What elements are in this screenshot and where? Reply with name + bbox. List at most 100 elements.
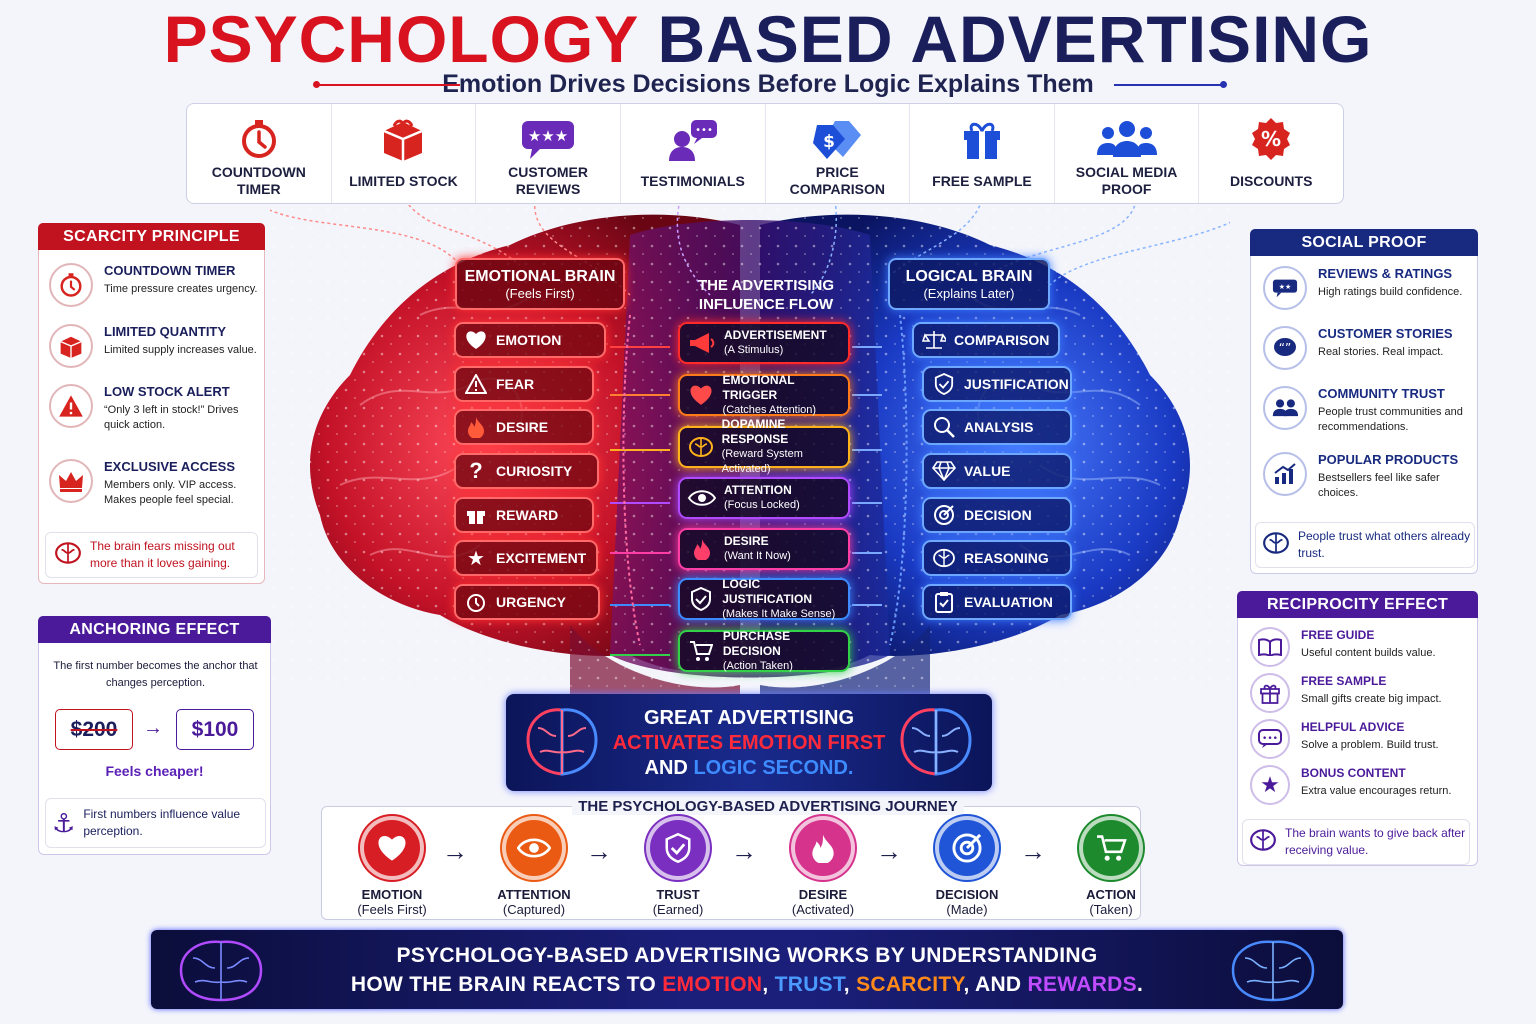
flame-icon (680, 538, 724, 560)
anchoring-note: ⚓ First numbers influence value percepti… (45, 798, 266, 848)
flow-step-dopamine-response: DOPAMINE RESPONSE(Reward System Activate… (678, 417, 850, 475)
title-part-advertising: BASED ADVERTISING (657, 2, 1373, 76)
box-icon (49, 324, 93, 368)
warning-icon (456, 374, 496, 394)
reciprocity-note: The brain wants to give back after recei… (1242, 819, 1470, 865)
scarcity-note: The brain fears missing out more than it… (45, 532, 258, 578)
anchor-new-price: $100 (176, 709, 254, 750)
logical-item-decision: DECISION (922, 497, 1072, 533)
svg-text:$: $ (823, 132, 835, 152)
logical-brain-header: LOGICAL BRAIN (Explains Later) (888, 258, 1050, 310)
logical-item-justification: JUSTIFICATION (922, 366, 1072, 402)
cart-icon (1079, 816, 1143, 880)
flow-header: THE ADVERTISING INFLUENCE FLOW (697, 277, 835, 313)
footer-line-1: PSYCHOLOGY-BASED ADVERTISING WORKS BY UN… (396, 944, 1098, 967)
scale-icon (914, 330, 954, 350)
scarcity-item-low-stock: LOW STOCK ALERT“Only 3 left in stock!” D… (49, 384, 264, 433)
eye-icon (502, 816, 566, 880)
price-tag-icon: $ (811, 114, 863, 164)
logical-item-comparison: COMPARISON (912, 322, 1060, 358)
anchor-result: Feels cheaper! (105, 763, 204, 779)
logical-item-analysis: ANALYSIS (922, 409, 1072, 445)
warning-icon (49, 384, 93, 428)
review-stars-icon: ★★★ (520, 114, 576, 164)
emotional-item-emotion: EMOTION (454, 322, 606, 358)
brain-icon (1249, 827, 1277, 858)
tactics-strip: COUNTDOWN TIMER LIMITED STOCK ★★★ CUSTOM… (186, 103, 1344, 204)
heart-icon (456, 330, 496, 350)
svg-text:•••: ••• (1262, 734, 1278, 744)
testimonial-icon: ••• (667, 114, 719, 164)
journey-arrow-5: → (1020, 836, 1046, 866)
brain-icon (54, 540, 82, 571)
footer-line-2: HOW THE BRAIN REACTS TO EMOTION, TRUST, … (350, 973, 1144, 996)
stopwatch-icon (49, 263, 93, 307)
review-stars-icon: ★★ (1263, 266, 1307, 310)
scarcity-title: SCARCITY PRINCIPLE (38, 223, 265, 250)
anchoring-desc: The first number becomes the anchor that… (53, 660, 258, 689)
flow-step-emotional-trigger: EMOTIONAL TRIGGER(Catches Attention) (678, 373, 850, 416)
diamond-icon (924, 461, 964, 481)
journey-arrow-1: → (442, 836, 468, 866)
shield-check-icon (680, 587, 722, 611)
emotional-item-excitement: ★EXCITEMENT (454, 540, 598, 576)
brain-icon-right (896, 704, 976, 785)
emotional-item-urgency: URGENCY (454, 584, 600, 620)
stopwatch-icon (238, 114, 280, 164)
clipboard-icon (924, 591, 964, 613)
svg-text:•••: ••• (695, 125, 713, 136)
subtitle-line-right (1114, 84, 1222, 86)
journey-step-desire: DESIRE (Activated) (768, 816, 878, 918)
gift-icon (960, 114, 1004, 164)
brain-icon (680, 436, 722, 458)
quote-bubble-icon: “” (1263, 326, 1307, 370)
percent-badge-icon: % (1248, 114, 1294, 164)
emotional-item-reward: REWARD (454, 497, 594, 533)
title-part-psychology: PSYCHOLOGY (163, 2, 639, 76)
great-line-2: ACTIVATES EMOTION FIRST (612, 732, 886, 754)
tactic-testimonials: ••• TESTIMONIALS (621, 104, 766, 203)
journey-arrow-2: → (586, 836, 612, 866)
flow-step-logic-justification: LOGIC JUSTIFICATION(Makes It Make Sense) (678, 577, 850, 620)
box-icon (380, 114, 426, 164)
chat-bubble-icon: ••• (1250, 719, 1290, 759)
logical-item-reasoning: REASONING (922, 540, 1072, 576)
heart-icon (680, 384, 723, 406)
eye-icon (680, 489, 724, 507)
emotional-item-fear: FEAR (454, 366, 594, 402)
journey-title: THE PSYCHOLOGY-BASED ADVERTISING JOURNEY (0, 798, 1536, 815)
emotional-item-desire: DESIRE (454, 409, 594, 445)
book-icon (1250, 627, 1290, 667)
journey-arrow-3: → (731, 836, 757, 866)
great-line-1: GREAT ADVERTISING (643, 707, 854, 729)
star-icon: ★ (467, 547, 485, 570)
anchor-old-price: $200 (55, 709, 133, 750)
gift-icon (1250, 673, 1290, 713)
svg-text:%: % (1261, 127, 1281, 151)
magnifier-icon (924, 416, 964, 438)
brain-icon (1262, 530, 1290, 561)
people-icon (1096, 114, 1158, 164)
journey-step-emotion: EMOTION (Feels First) (337, 816, 447, 918)
emotional-item-curiosity: ?CURIOSITY (454, 453, 599, 489)
footer-banner: PSYCHOLOGY-BASED ADVERTISING WORKS BY UN… (151, 930, 1343, 1009)
tactic-discounts: % DISCOUNTS (1199, 104, 1343, 203)
social-proof-note: People trust what others already trust. (1255, 522, 1475, 568)
anchor-icon: ⚓ (52, 807, 76, 838)
shield-check-icon (646, 816, 710, 880)
anchoring-panel: ANCHORING EFFECT The first number become… (38, 616, 271, 855)
journey-step-trust: TRUST (Earned) (623, 816, 733, 918)
great-line-3: AND LOGIC SECOND. (644, 757, 854, 779)
growth-chart-icon (1263, 452, 1307, 496)
question-icon: ? (469, 458, 483, 483)
tactic-free-sample: FREE SAMPLE (910, 104, 1055, 203)
gift-icon (456, 505, 496, 525)
